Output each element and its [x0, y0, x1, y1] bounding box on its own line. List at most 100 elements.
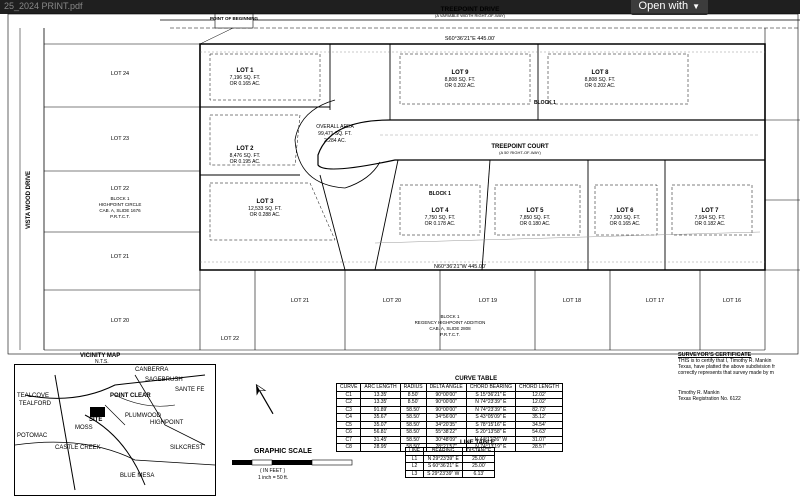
map-label: POINT CLEAR [110, 393, 151, 399]
table-cell: S 43°05'09" E [465, 413, 516, 422]
existing-lot-label: LOT 19 [479, 298, 497, 304]
lot-sqft: 7,200 SQ. FT. [610, 215, 641, 221]
table-header-cell: LINE [404, 447, 425, 456]
lot-name: LOT 4 [431, 208, 449, 214]
lot-name: LOT 2 [236, 146, 254, 152]
lot-name: LOT 5 [526, 208, 544, 214]
table-header-cell: CHORD BEARING [465, 383, 516, 392]
lot-ac: OR 0.180 AC. [520, 221, 551, 227]
table-header-cell: ARC LENGTH [360, 383, 401, 392]
lot-name: LOT 3 [256, 199, 274, 205]
lot-sqft: 12,533 SQ. FT. [248, 206, 282, 212]
table-cell: C2 [335, 398, 362, 407]
existing-lot-label: LOT 17 [646, 298, 664, 304]
table-cell: L2 [404, 462, 425, 471]
surveyor-title: SURVEYOR'S CERTIFICATE [678, 352, 752, 358]
line-table-title: LINE TABLE [460, 440, 495, 446]
map-label: SANTE FE [175, 387, 205, 393]
lot-ac: OR 0.165 AC. [610, 221, 641, 227]
table-cell: 35.67' [360, 413, 401, 422]
lot-name: LOT 8 [591, 70, 609, 76]
table-cell: 34°56'00" [425, 413, 467, 422]
table-cell: N 74°23'39" E [465, 405, 516, 414]
lot-ac: OR 0.288 AC. [250, 212, 281, 218]
bottom-block-line: BLOCK 1 [440, 314, 460, 319]
existing-lot-label: LOT 21 [291, 298, 309, 304]
lot-sqft: 7,934 SQ. FT. [695, 215, 726, 221]
table-cell: L1 [404, 454, 425, 463]
map-label: CANBERRA [135, 367, 169, 373]
map-label: SITE [89, 417, 103, 423]
court-row-line [317, 119, 765, 170]
table-cell: C4 [335, 413, 362, 422]
lot-ac: OR 0.195 AC. [230, 159, 261, 165]
lot-ac: OR 0.202 AC. [585, 83, 616, 89]
viewer-toolbar: 25_2024 PRINT.pdf Open with▼ [0, 0, 800, 15]
table-cell: N 74°23'39" E [465, 398, 516, 407]
north-arrow-icon [255, 384, 274, 415]
table-header-cell: CURVE [335, 383, 362, 392]
overall-area-title: OVERALL AREA [316, 124, 354, 130]
left-block-line: BLOCK 1 [110, 196, 130, 201]
vicinity-map: CANBERRA SAGEBRUSH SANTE FE TEALCOVE TEA… [14, 364, 216, 496]
lot-ac: OR 0.202 AC. [445, 83, 476, 89]
table-cell: C6 [335, 428, 362, 437]
table-cell: C8 [335, 443, 362, 452]
block-label: BLOCK 1 [429, 191, 451, 197]
map-label: PLUMWOOD [125, 413, 161, 419]
lot-sqft: 8,808 SQ. FT. [445, 77, 476, 83]
table-cell: 31.07' [514, 435, 563, 444]
surveyor-registration: Texas Registration No. 6122 [678, 396, 741, 402]
pob-label: POINT OF BEGINNING [210, 16, 259, 21]
table-cell: 54.63' [514, 428, 563, 437]
table-cell: 31.45' [360, 435, 401, 444]
table-cell: 28.57' [514, 443, 563, 452]
left-block-line: P.R.T.C.T. [110, 214, 130, 219]
table-header-cell: DISTANCE [462, 447, 496, 456]
court-name: TREEPOINT COURT [491, 144, 549, 150]
lot-name: LOT 1 [236, 68, 254, 74]
table-cell: 58.50' [399, 435, 427, 444]
table-cell: 12.02' [514, 398, 563, 407]
lot-sqft: 7,850 SQ. FT. [520, 215, 551, 221]
table-cell: S 78°15'16" E [465, 420, 516, 429]
open-with-button[interactable]: Open with▼ [630, 0, 708, 15]
block-label: BLOCK 1 [534, 100, 556, 106]
map-label: TEALFORD [19, 401, 52, 407]
lot-labels: LOT 17,196 SQ. FT.OR 0.165 AC.LOT 28,476… [230, 68, 726, 227]
existing-lot-label: LOT 22 [111, 186, 129, 192]
table-cell: 58.50' [399, 405, 427, 414]
map-label: SAGEBRUSH [145, 377, 183, 383]
table-cell: C7 [335, 435, 362, 444]
overall-area-acres: 2.284 AC. [324, 138, 346, 144]
bearing-top: S60°36'21"E 445.00' [445, 36, 495, 42]
table-cell: 13.35' [360, 398, 401, 407]
existing-lot-label: LOT 20 [111, 318, 129, 324]
map-label: HIGHPOINT [150, 420, 184, 426]
chevron-down-icon: ▼ [692, 2, 700, 11]
table-cell: 6.13' [462, 469, 496, 478]
table-cell: C3 [335, 405, 362, 414]
table-cell: S 60°36'21" E [423, 462, 464, 471]
table-cell: 35.07' [360, 420, 401, 429]
table-cell: 58.50' [399, 413, 427, 422]
map-label: TEALCOVE [17, 393, 50, 399]
cul-de-sac-arc [294, 99, 381, 189]
table-cell: N 29°23'39" E [423, 454, 464, 463]
graphic-scale-title: GRAPHIC SCALE [254, 448, 312, 455]
lot-sqft: 8,808 SQ. FT. [585, 77, 616, 83]
table-cell: 13.35' [360, 390, 401, 399]
lot-ac: OR 0.178 AC. [425, 221, 456, 227]
lot-sqft: 8,476 SQ. FT. [230, 153, 261, 159]
table-cell: 56.81' [360, 428, 401, 437]
